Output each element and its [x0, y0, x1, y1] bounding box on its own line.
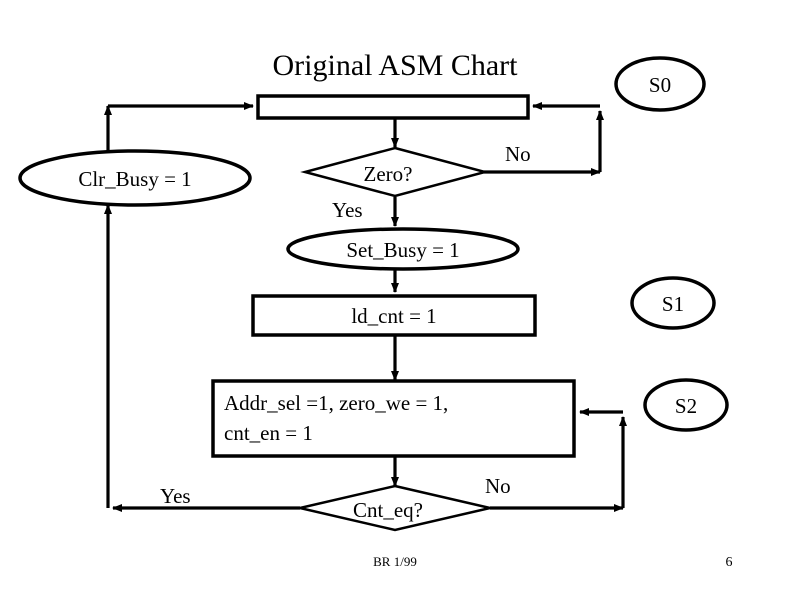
node-clr-busy[interactable] — [18, 149, 252, 207]
branch-label-zero-yes: Yes — [332, 198, 363, 222]
state-bubble-s0-label: S0 — [649, 73, 671, 97]
node-zero-decision[interactable] — [300, 146, 490, 198]
node-set-busy-label: Set_Busy = 1 — [346, 238, 459, 262]
node-addr-sel-line1: Addr_sel =1, zero_we = 1, — [224, 391, 448, 415]
state-bubble-s2-label: S2 — [675, 394, 697, 418]
node-addr-sel-line2: cnt_en = 1 — [224, 421, 313, 445]
node-clr-busy-label: Clr_Busy = 1 — [78, 167, 191, 191]
node-zero-decision-label: Zero? — [364, 162, 413, 186]
branch-label-zero-no: No — [505, 142, 531, 166]
page-number: 6 — [726, 555, 733, 570]
state-bubble-s1[interactable] — [630, 276, 716, 330]
node-top-box[interactable] — [256, 94, 530, 120]
node-cnt-eq-decision[interactable] — [299, 484, 491, 532]
node-cnt-eq-decision-label: Cnt_eq? — [353, 498, 423, 522]
branch-label-cnteq-yes: Yes — [160, 484, 191, 508]
node-set-busy[interactable] — [286, 227, 520, 271]
footer-attribution: BR 1/99 — [373, 554, 417, 569]
state-bubble-s1-label: S1 — [662, 292, 684, 316]
node-addr-sel[interactable] — [211, 379, 576, 458]
branch-label-cnteq-no: No — [485, 474, 511, 498]
state-bubble-s2[interactable] — [643, 378, 729, 432]
state-bubble-s0[interactable] — [614, 56, 706, 112]
node-ld-cnt-label: ld_cnt = 1 — [351, 304, 436, 328]
node-ld-cnt[interactable] — [251, 294, 537, 337]
page-title: Original ASM Chart — [273, 49, 519, 82]
